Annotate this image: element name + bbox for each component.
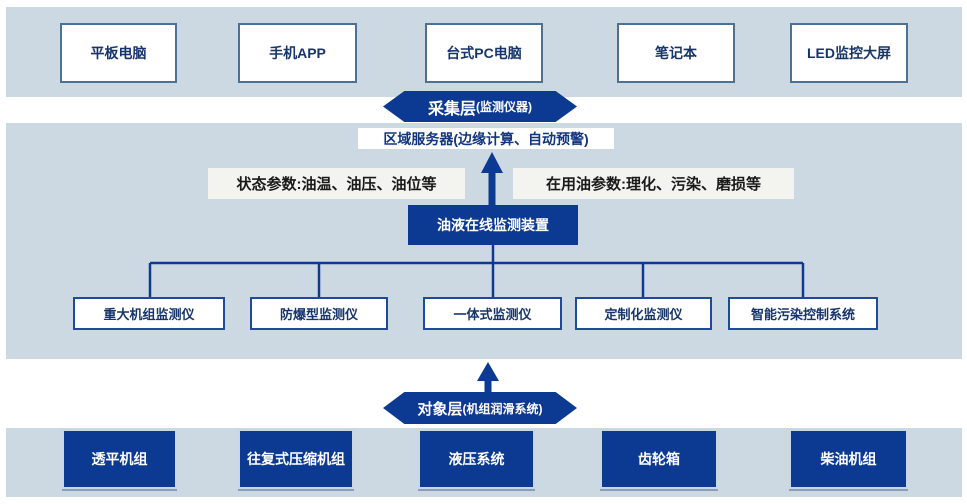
equipment-box-gearbox: 齿轮箱: [600, 429, 718, 489]
monitoring-device-box: 油液在线监测装置: [408, 205, 578, 245]
client-box-desktop-pc: 台式PC电脑: [425, 23, 543, 83]
collection-layer-banner: 采集层(监测仪器): [383, 91, 577, 122]
equipment-box-diesel-unit: 柴油机组: [789, 429, 908, 489]
client-box-laptop: 笔记本: [617, 23, 735, 83]
up-arrow-icon: [477, 362, 499, 392]
object-layer-title: 对象层: [417, 400, 463, 418]
monitor-box-pollution-control: 智能污染控制系统: [728, 297, 878, 330]
object-layer-subtitle: (机组润滑系统): [462, 401, 543, 416]
connector-tree: [148, 245, 805, 298]
equipment-box-reciprocating-compressor: 往复式压缩机组: [238, 429, 354, 489]
monitor-box-customized: 定制化监测仪: [575, 297, 712, 330]
monitor-box-major-unit: 重大机组监测仪: [73, 297, 225, 330]
status-parameters-label: 状态参数:油温、油压、油位等: [208, 168, 465, 199]
client-box-mobile-app: 手机APP: [238, 23, 357, 83]
monitor-box-explosion-proof: 防爆型监测仪: [250, 297, 388, 330]
regional-server-box: 区域服务器(边缘计算、自动预警): [358, 128, 614, 149]
up-arrow-icon: [481, 152, 503, 205]
equipment-box-turbine: 透平机组: [62, 429, 177, 489]
client-box-led-screen: LED监控大屏: [790, 23, 908, 83]
equipment-box-hydraulic-system: 液压系统: [418, 429, 535, 489]
monitor-box-integrated: 一体式监测仪: [423, 297, 562, 330]
oil-parameters-label: 在用油参数:理化、污染、磨损等: [513, 168, 794, 199]
collection-layer-title: 采集层: [427, 100, 476, 118]
object-layer-banner: 对象层(机组润滑系统): [383, 392, 577, 424]
client-box-tablet: 平板电脑: [60, 23, 177, 83]
collection-layer-subtitle: (监测仪器): [476, 100, 532, 114]
